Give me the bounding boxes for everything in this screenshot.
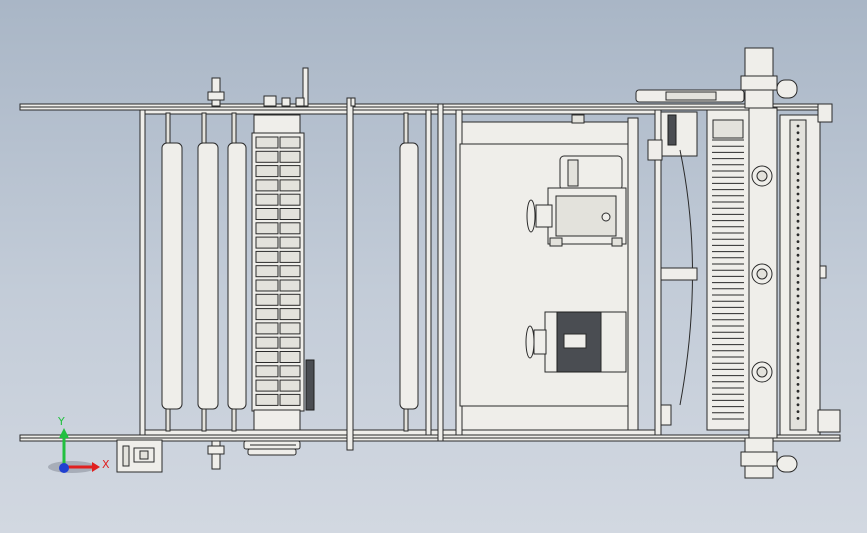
y-axis-label: Y (57, 415, 65, 428)
drive-pulley (243, 440, 301, 456)
roller-1 (161, 112, 183, 432)
electric-motor (525, 311, 627, 373)
chain-drive (635, 89, 745, 161)
end-frame (740, 47, 798, 479)
roller-4 (399, 112, 419, 432)
gearbox (526, 155, 627, 247)
cross-brace (660, 267, 698, 281)
perforated-rail (779, 103, 841, 436)
tooth-bank (706, 109, 750, 431)
roller-2 (197, 112, 219, 432)
x-axis-label: X (102, 458, 110, 471)
lower-mount (660, 404, 672, 426)
shaft-ends (207, 67, 356, 470)
roller-3 (227, 112, 247, 432)
bearing-block (116, 439, 163, 473)
coordinate-triad: X Y (48, 415, 110, 473)
cutter-roll (251, 114, 315, 431)
frame-posts (139, 97, 662, 451)
